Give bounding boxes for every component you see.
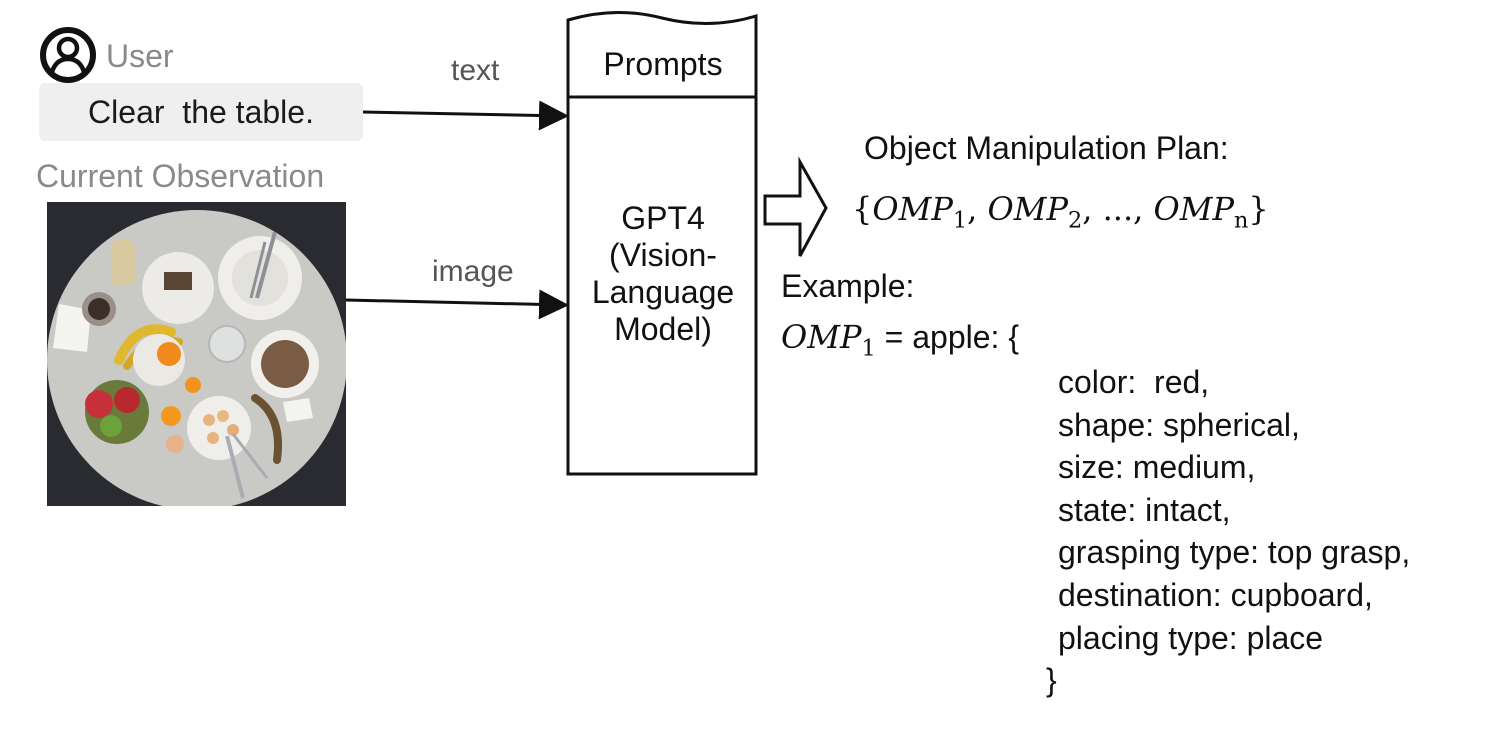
example-label: Example: [781,268,915,304]
plan-set: {OMP1, OMP2, ..., OMPn} [852,190,1269,233]
set-item: OMP [987,190,1069,228]
set-close: } [1248,190,1269,228]
text-arrow [362,100,569,131]
plan-title: Object Manipulation Plan: [864,130,1229,166]
example-close-brace: } [1046,662,1057,698]
prompts-label: Prompts [603,46,723,82]
attribute-shape: shape: spherical, [1058,406,1300,443]
example-var-sub: 1 [861,335,876,362]
set-sep: , [967,190,988,228]
set-item: OMP [872,190,953,228]
set-sep: , [1082,190,1103,228]
text-arrow-label: text [451,54,500,87]
set-item-sub: 1 [952,207,968,234]
table-photo [47,202,346,506]
example-var: OMP [781,318,862,356]
attribute-placing-type: placing type: place [1058,619,1324,656]
attribute-color: color: red, [1058,364,1210,400]
attribute-destination: destination: cupboard, [1058,576,1373,613]
example-assign: = apple: { [875,319,1020,355]
example-head: OMP1 = apple: { [781,318,1019,361]
image-arrow [345,289,569,320]
image-arrow-label: image [432,255,514,288]
user-icon [40,27,96,83]
set-open: { [852,190,873,228]
set-item: OMP [1153,190,1234,228]
attribute-size: size: medium, [1058,449,1256,486]
model-line: Language [591,274,735,311]
observation-label: Current Observation [36,158,325,194]
set-item-sub: n [1234,207,1249,234]
user-instruction-box: Clear the table. [39,83,363,141]
set-item-sub: 2 [1068,207,1083,234]
user-instruction-text: Clear the table. [88,93,314,130]
set-ellipsis: ... [1102,190,1134,228]
attribute-grasping-type: grasping type: top grasp, [1058,534,1411,571]
output-arrow [763,156,828,257]
model-label: GPT4 (Vision- Language Model) [570,200,756,348]
set-sep: , [1133,190,1154,228]
attribute-list: color: red, shape: spherical, size: medi… [1058,361,1410,659]
attribute-state: state: intact, [1058,491,1231,528]
model-box [566,11,758,476]
model-line: GPT4 [621,200,705,236]
model-line: (Vision- [609,237,717,274]
user-label: User [106,38,174,74]
model-line: Model) [614,311,712,348]
